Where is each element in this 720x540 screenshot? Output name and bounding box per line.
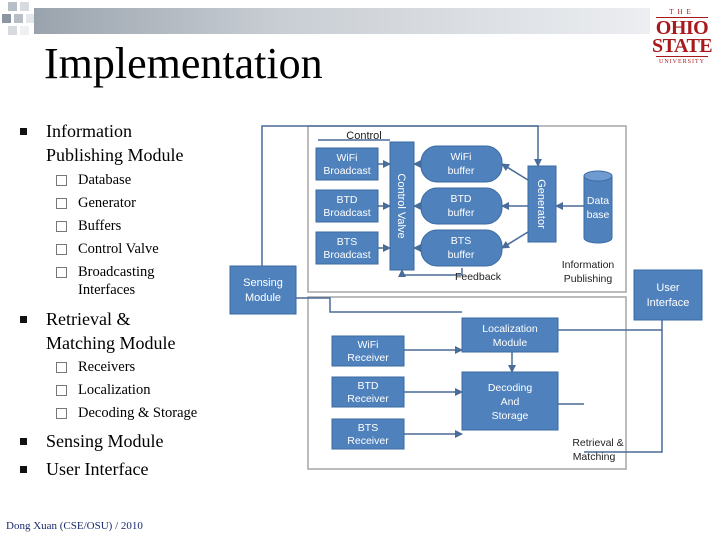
box-text: User	[656, 282, 680, 294]
corner-decoration	[2, 2, 35, 35]
box-text: BTD	[451, 193, 472, 205]
box-text: WiFi	[337, 152, 358, 164]
logo-line-university: UNIVERSITY	[659, 59, 705, 65]
database-cylinder: Data base	[583, 170, 613, 244]
sub-bullet-text: Broadcasting	[78, 264, 155, 280]
checkbox-icon	[56, 267, 67, 278]
user-interface-box: User Interface	[633, 269, 703, 321]
bts-receiver-box: BTS Receiver	[331, 418, 405, 450]
bullet-user-interface: User Interface	[46, 459, 149, 479]
box-text: Localization	[482, 323, 538, 335]
label-feedback: Feedback	[455, 271, 502, 283]
box-text: Receiver	[347, 352, 389, 364]
osu-logo: THE OHIO STATE UNIVERSITY	[652, 6, 713, 65]
checkbox-icon	[56, 221, 67, 232]
label-matching: Matching	[573, 451, 616, 463]
bullet-text-line: Information	[46, 121, 132, 141]
bullet-text-line: Matching Module	[46, 333, 176, 353]
sub-bullet-broadcasting: Broadcasting Interfaces	[78, 263, 155, 299]
box-text: base	[587, 209, 610, 221]
box-text: Receiver	[347, 435, 389, 447]
checkbox-icon	[56, 385, 67, 396]
label-information: Information	[562, 259, 615, 271]
box-text: BTS	[358, 422, 378, 434]
sub-bullet-database: Database	[78, 172, 132, 188]
box-text: BTS	[451, 235, 471, 247]
box-text: BTD	[337, 194, 358, 206]
box-text: Broadcast	[323, 249, 370, 261]
bullet-retrieval-matching: Retrieval & Matching Module	[46, 307, 175, 355]
box-text: Data	[587, 195, 609, 207]
connector-line	[501, 163, 529, 181]
box-text: buffer	[448, 207, 475, 219]
wifi-broadcast-box: WiFi Broadcast	[315, 147, 379, 181]
bullet-marker	[20, 466, 27, 473]
bullet-information-publishing: Information Publishing Module	[46, 119, 184, 167]
bullet-text-line: Retrieval &	[46, 309, 131, 329]
control-valve-box: Control Valve	[389, 141, 415, 271]
generator-box: Generator	[527, 165, 557, 243]
connector-line	[398, 268, 463, 277]
bullet-marker	[20, 316, 27, 323]
label-retrieval: Retrieval &	[572, 437, 623, 449]
box-text: BTS	[337, 236, 357, 248]
box-text: Storage	[492, 410, 529, 422]
box-text: And	[501, 396, 520, 408]
box-text: WiFi	[358, 339, 379, 351]
connector-line	[296, 297, 462, 313]
sub-bullet-localization: Localization	[78, 382, 151, 398]
slide-title: Implementation	[44, 39, 323, 88]
box-text: Control Valve	[395, 173, 407, 238]
box-text: Receiver	[347, 393, 389, 405]
logo-line-ohio: OHIO	[655, 17, 709, 39]
box-text: Generator	[535, 179, 547, 229]
checkbox-icon	[56, 175, 67, 186]
localization-module-box: Localization Module	[461, 317, 559, 353]
logo-line-the: THE	[669, 8, 695, 16]
checkbox-icon	[56, 244, 67, 255]
box-text: buffer	[448, 165, 475, 177]
box-text: Interface	[647, 297, 690, 309]
sub-bullet-decoding-storage: Decoding & Storage	[78, 405, 198, 421]
bullet-marker	[20, 438, 27, 445]
connector-line	[261, 125, 542, 266]
sub-bullet-buffers: Buffers	[78, 218, 122, 234]
connector-line	[501, 231, 529, 249]
box-text: Decoding	[488, 382, 533, 394]
box-text: buffer	[448, 249, 475, 261]
box-text: Broadcast	[323, 165, 370, 177]
wifi-receiver-box: WiFi Receiver	[331, 335, 405, 367]
box-text: WiFi	[451, 151, 472, 163]
box-text: Broadcast	[323, 207, 370, 219]
header-gradient-bar	[34, 8, 650, 34]
checkbox-icon	[56, 362, 67, 373]
sub-bullet-control-valve: Control Valve	[78, 241, 159, 257]
sensing-module-box: Sensing Module	[229, 265, 297, 315]
sub-bullet-generator: Generator	[78, 195, 136, 211]
logo-line-state: STATE	[652, 35, 713, 57]
checkbox-icon	[56, 408, 67, 419]
label-control: Control	[346, 130, 381, 142]
footer-credit: Dong Xuan (CSE/OSU) / 2010	[6, 520, 143, 532]
bullet-text-line: Publishing Module	[46, 145, 184, 165]
sub-bullet-receivers: Receivers	[78, 359, 136, 375]
connector-line	[584, 320, 663, 453]
btd-broadcast-box: BTD Broadcast	[315, 189, 379, 223]
btd-receiver-box: BTD Receiver	[331, 376, 405, 408]
checkbox-icon	[56, 198, 67, 209]
bts-broadcast-box: BTS Broadcast	[315, 231, 379, 265]
box-text: Module	[245, 292, 281, 304]
bullet-sensing-module: Sensing Module	[46, 431, 164, 451]
decoding-storage-box: Decoding And Storage	[461, 371, 559, 431]
sub-bullet-text: Interfaces	[78, 282, 136, 298]
btd-buffer-box: BTD buffer	[420, 187, 503, 225]
bts-buffer-box: BTS buffer	[420, 229, 503, 267]
bullet-marker	[20, 128, 27, 135]
box-text: Sensing	[243, 277, 283, 289]
box-text: BTD	[358, 380, 379, 392]
box-text: Module	[493, 337, 528, 349]
label-publishing: Publishing	[564, 273, 613, 285]
wifi-buffer-box: WiFi buffer	[420, 145, 503, 183]
